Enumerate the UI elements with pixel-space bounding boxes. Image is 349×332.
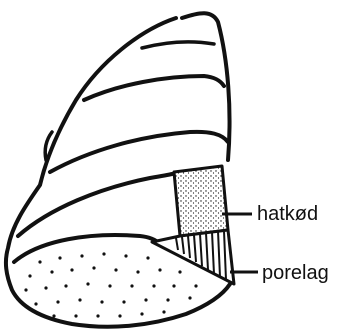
cap-ridge xyxy=(142,42,214,48)
cap-ridge xyxy=(84,76,224,100)
label-hatkod: hatkød xyxy=(257,204,318,224)
cap-ridge xyxy=(50,132,228,172)
pore-layer-section xyxy=(152,230,234,284)
cap-cut-edge xyxy=(14,235,160,262)
label-porelag: porelag xyxy=(262,263,329,283)
pore-surface xyxy=(24,252,197,317)
cap-flesh-section xyxy=(174,166,228,236)
